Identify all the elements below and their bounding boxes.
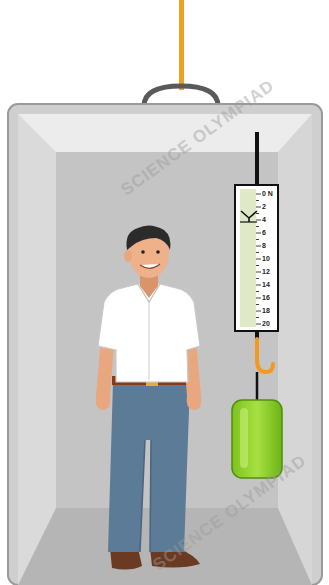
balance-rod (255, 132, 259, 186)
scale-tick (256, 259, 261, 260)
scale-tick (256, 298, 261, 299)
scale-number: 8 (262, 242, 266, 249)
balance-ticks (256, 194, 261, 324)
lift-rope (179, 0, 184, 90)
scale-tick (256, 239, 259, 240)
scale-tick (256, 278, 259, 279)
scale-tick (256, 246, 261, 247)
pointer-line (240, 221, 257, 222)
man-figure (96, 225, 202, 569)
scale-tick (256, 265, 259, 266)
scale-tick (256, 291, 259, 292)
scale-tick (256, 311, 261, 312)
scale-tick (256, 272, 261, 273)
scale-tick (256, 304, 259, 305)
scale-tick (256, 233, 261, 234)
lift-right-wall (278, 114, 312, 585)
scale-number: 20 (262, 320, 270, 327)
scale-number: 0 N (262, 190, 273, 197)
scale-tick (256, 324, 261, 325)
scale-number: 12 (262, 268, 270, 275)
scale-number: 18 (262, 307, 270, 314)
lift-frame (8, 104, 322, 585)
scale-tick (256, 207, 261, 208)
scale-number: 4 (262, 216, 266, 223)
scale-number: 14 (262, 281, 270, 288)
weight-highlight (240, 408, 248, 468)
weight-string (256, 372, 259, 403)
scale-number: 10 (262, 255, 270, 262)
lift-ceiling (18, 114, 312, 152)
lift-inside (18, 114, 312, 585)
scale-tick (256, 220, 261, 221)
balance-window (240, 189, 256, 327)
balance-pointer (241, 211, 257, 222)
balance-body (235, 185, 278, 331)
scale-tick (256, 200, 259, 201)
balance-hook (257, 339, 273, 372)
scale-tick (256, 213, 259, 214)
scale-tick (256, 317, 259, 318)
scale-tick (256, 285, 261, 286)
hanging-weight (232, 400, 282, 478)
scale-number: 16 (262, 294, 270, 301)
scale-tick (256, 252, 259, 253)
scale-number: 2 (262, 203, 266, 210)
lift-left-wall (18, 114, 56, 585)
scale-number: 6 (262, 229, 266, 236)
scale-tick (256, 226, 259, 227)
scale-tick (256, 194, 261, 195)
